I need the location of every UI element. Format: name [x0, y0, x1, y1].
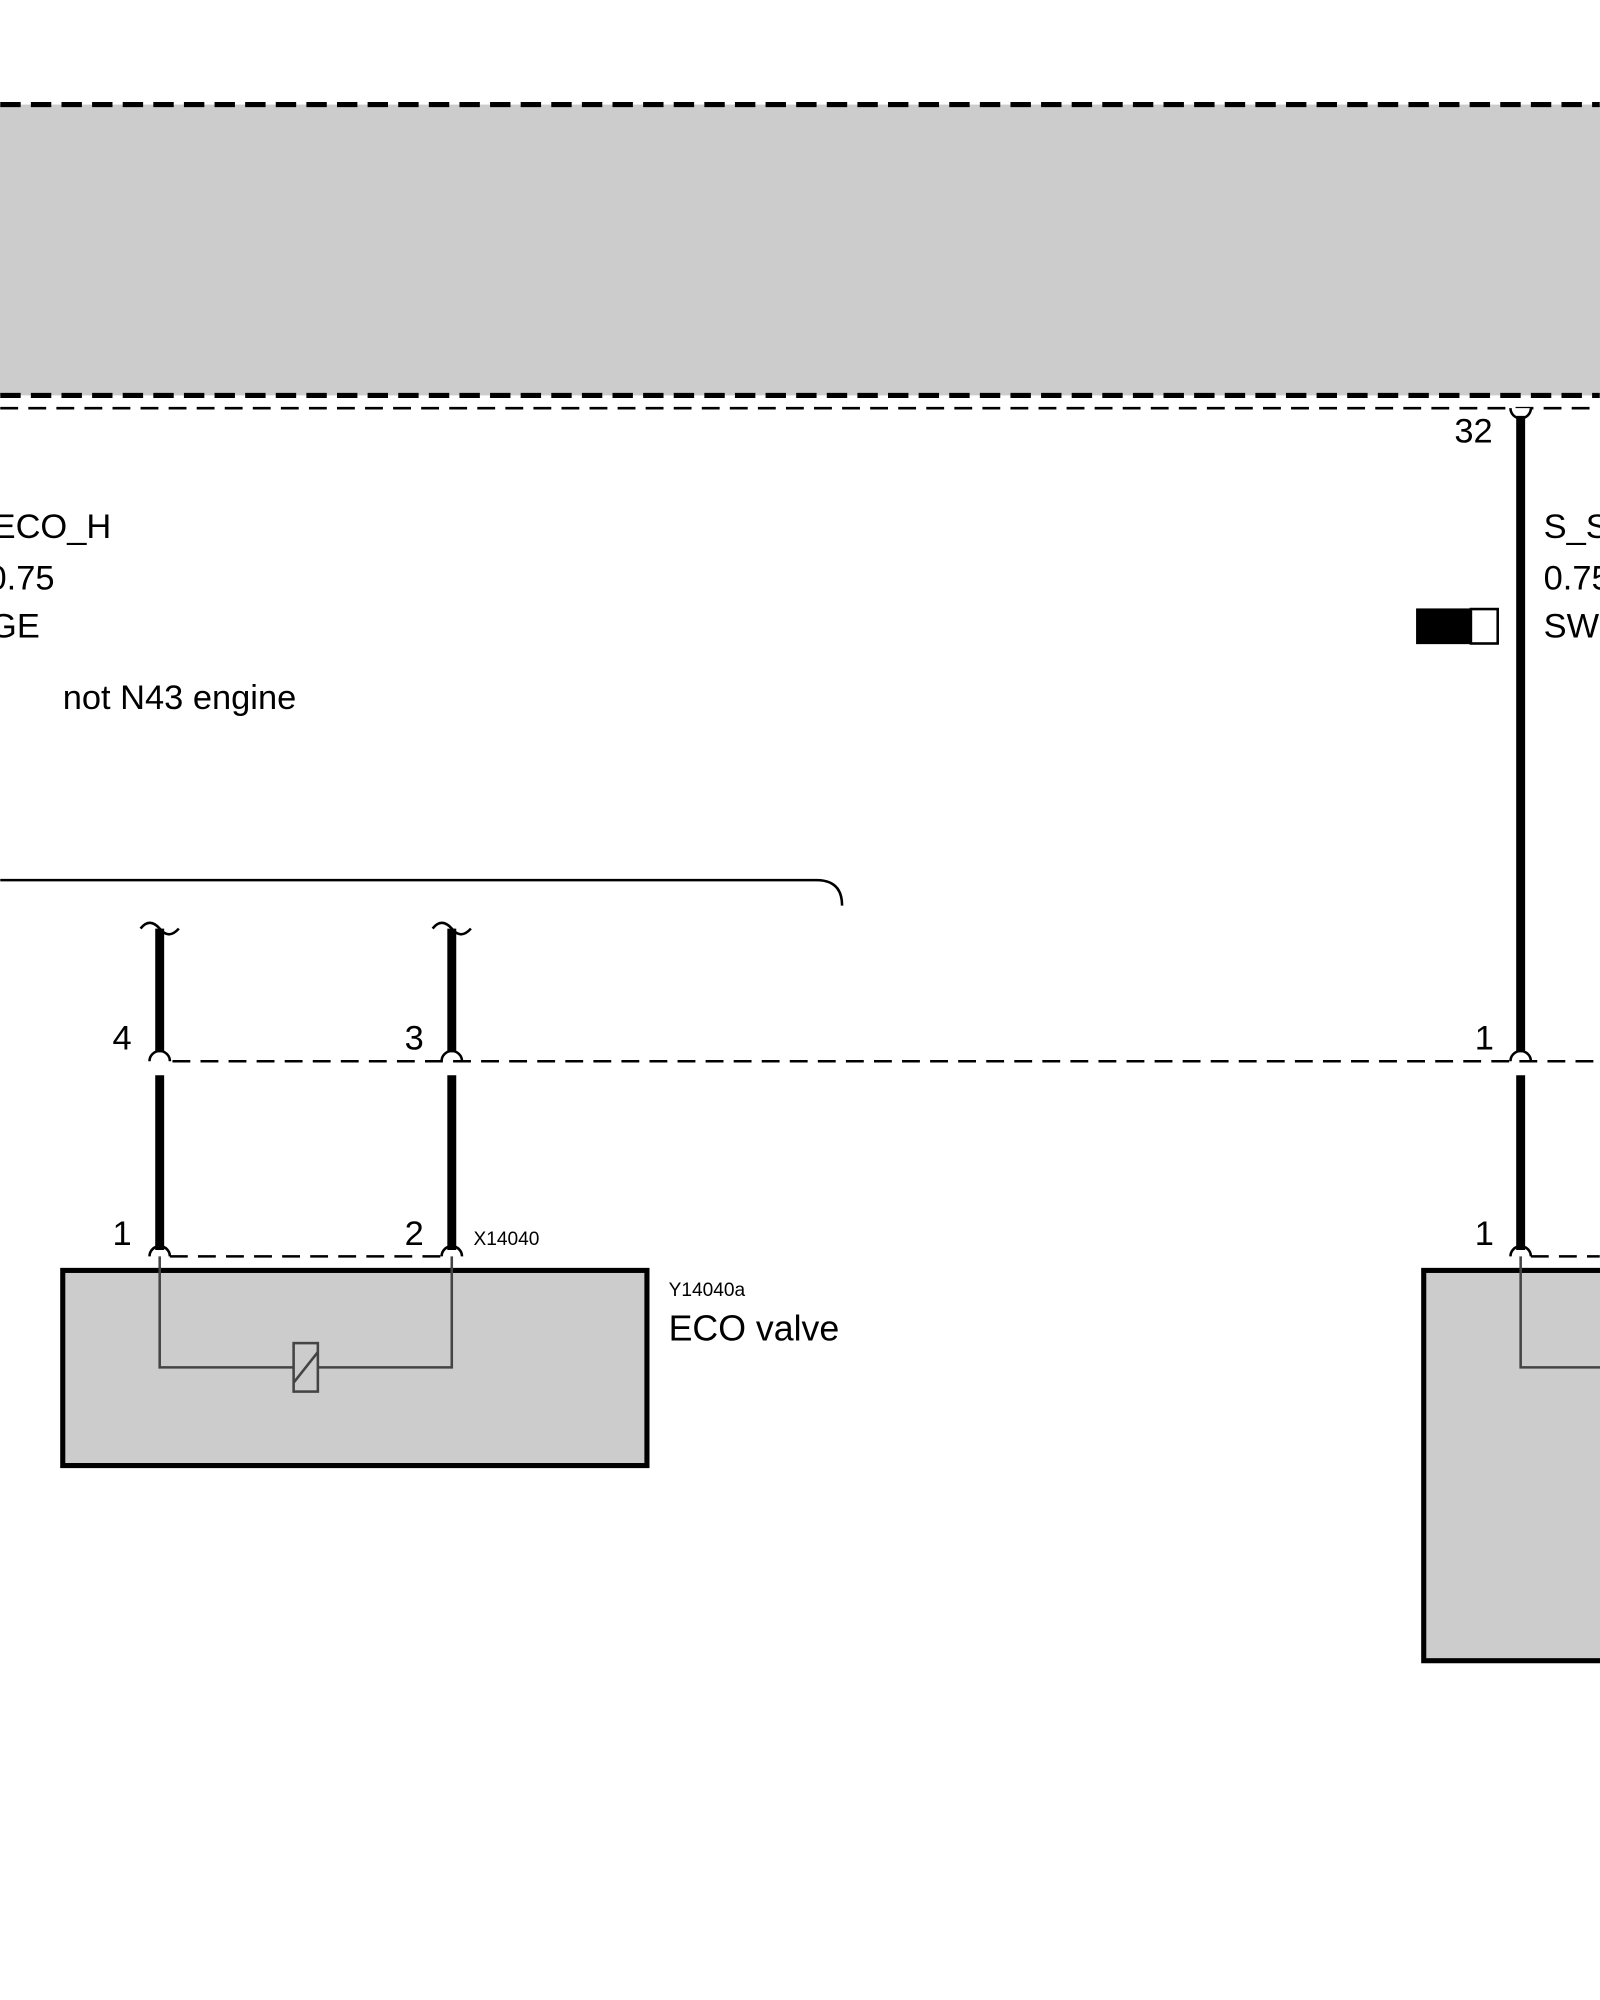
valve-connector-terminals [148, 1244, 1533, 1257]
valve-name: ECO valve [669, 1309, 840, 1349]
valve-pin-2: 2 [405, 1215, 424, 1253]
connector-id: X14040 [473, 1229, 539, 1250]
right-wire-signal: S_S [1544, 508, 1600, 546]
inline-connector-terminals [148, 1049, 1533, 1062]
right-component-internal-circuit [1519, 1256, 1600, 1369]
variant-note: not N43 engine [63, 679, 297, 717]
wire-break-icon [139, 921, 472, 936]
left-wire-cross-section: 0.75 [0, 559, 55, 597]
inline-pin-3: 3 [405, 1020, 424, 1058]
inline-pin-1: 1 [1475, 1020, 1494, 1058]
control-module-box [0, 104, 1600, 396]
pin-32-label: 32 [1454, 413, 1492, 451]
right-wire-color: SW [1544, 608, 1600, 646]
right-wire-cross-section: 0.75 [1544, 559, 1600, 597]
solenoid-coil-icon [292, 1341, 320, 1393]
valve-id: Y14040a [669, 1280, 746, 1301]
left-wire-signal: ECO_H [0, 508, 111, 546]
variant-bracket [0, 878, 844, 906]
valve-pin-1: 1 [112, 1215, 131, 1253]
left-wire-color: GE [0, 608, 40, 646]
right-component-pin-1: 1 [1475, 1215, 1494, 1253]
inline-pin-4: 4 [112, 1020, 131, 1058]
wire-color-swatch [1416, 607, 1499, 645]
right-component-box[interactable] [1421, 1267, 1600, 1664]
